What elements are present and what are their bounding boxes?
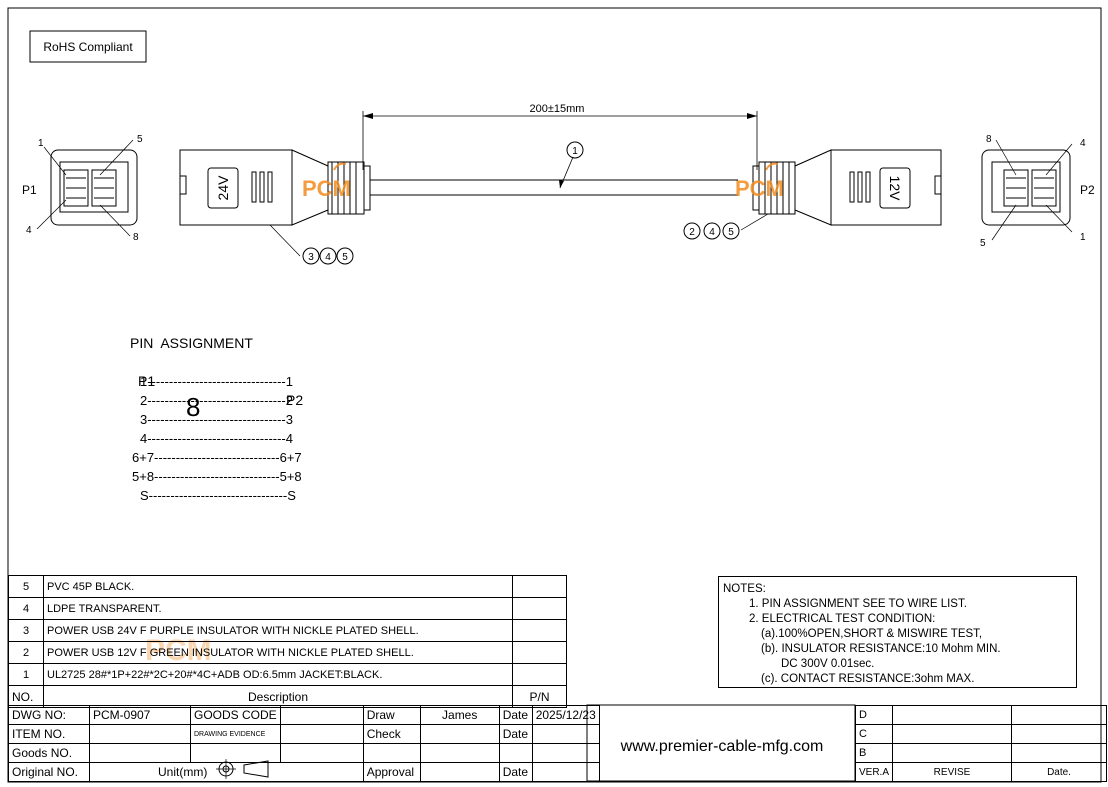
notes-box: NOTES: 1. PIN ASSIGNMENT SEE TO WIRE LIS…	[718, 576, 1077, 688]
left-pin-8: 8	[133, 232, 139, 243]
left-balloon-4: 4	[325, 252, 331, 263]
right-pin-5: 5	[980, 238, 986, 249]
twist-symbol: 8	[186, 392, 201, 422]
right-pin-4: 4	[1080, 138, 1086, 149]
rohs-box	[29, 30, 147, 63]
left-connector-side-view	[179, 149, 371, 257]
right-connector-front-view	[981, 139, 1073, 241]
pin-header-p2: P2	[286, 392, 304, 408]
pin-row: 3--------------------------------3	[140, 412, 293, 427]
pin-row: 1--------------------------------1	[140, 374, 293, 389]
pin-header-p1: P1	[138, 373, 156, 389]
left-pin-5: 5	[137, 134, 143, 145]
pin-row: S--------------------------------S	[140, 488, 296, 503]
pin-row: 4--------------------------------4	[140, 431, 293, 446]
note-line: 1. PIN ASSIGNMENT SEE TO WIRE LIST.	[749, 598, 967, 610]
right-balloon-2: 2	[689, 227, 695, 238]
right-balloon-5: 5	[728, 227, 734, 238]
note-line: (a).100%OPEN,SHORT & MISWIRE TEST,	[761, 628, 983, 640]
pin-row: 2--------------------------------2	[140, 393, 293, 408]
rohs-label: RoHS Compliant	[43, 40, 133, 54]
dwg-number: PCM-0907	[89, 705, 191, 725]
right-balloon-4: 4	[709, 227, 715, 238]
dimension-label: 200±15mm	[530, 103, 585, 115]
note-line: DC 300V 0.01sec.	[781, 658, 875, 670]
left-pin-4: 4	[26, 225, 32, 236]
pin-assignment-title: PIN ASSIGNMENT	[130, 335, 253, 351]
website: www.premier-cable-mfg.com	[620, 738, 824, 755]
left-balloon-3: 3	[308, 252, 314, 263]
right-voltage-label: 12V	[887, 176, 903, 202]
notes-title: NOTES:	[723, 583, 766, 595]
pin-row: 6+7-----------------------------6+7	[132, 450, 302, 465]
note-line: (b). INSULATOR RESISTANCE:10 Mohm MIN.	[761, 643, 1001, 655]
drawing-border	[7, 7, 1102, 783]
right-pin-1: 1	[1080, 232, 1086, 243]
title-block: DWG NO: PCM-0907 GOODS CODE Draw James D…	[8, 705, 600, 782]
pcm-watermark-right: PCM	[735, 162, 784, 201]
svg-text:1: 1	[572, 146, 578, 157]
svg-text:PCM: PCM	[302, 176, 351, 201]
draw-date: 2025/12/23	[531, 705, 600, 725]
left-pin-1: 1	[38, 138, 44, 149]
note-line: (c). CONTACT RESISTANCE:3ohm MAX.	[761, 673, 975, 685]
right-end-label: P2	[1080, 183, 1095, 197]
left-voltage-label: 24V	[215, 175, 231, 201]
svg-text:PCM: PCM	[735, 176, 784, 201]
cable-balloon	[566, 141, 584, 159]
pin-assignment: PIN ASSIGNMENT P1 P2 1------------------…	[130, 334, 304, 505]
right-connector-side-view	[740, 149, 942, 231]
note-line: 2. ELECTRICAL TEST CONDITION:	[749, 613, 936, 625]
unit-label: Unit(mm)	[158, 765, 208, 779]
right-pin-8: 8	[986, 134, 992, 145]
left-balloon-5: 5	[342, 252, 348, 263]
left-end-label: P1	[22, 183, 37, 197]
left-connector-front-view	[36, 139, 138, 237]
pcm-watermark-left: PCM	[302, 162, 351, 201]
pin-row: 5+8-----------------------------5+8	[132, 469, 302, 484]
drawer-name: James	[419, 705, 500, 725]
